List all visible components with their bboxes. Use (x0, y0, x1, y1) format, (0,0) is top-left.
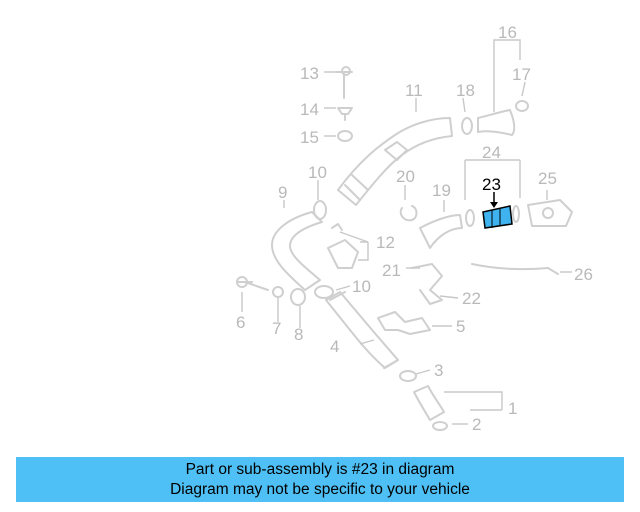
callout-5: 5 (456, 317, 465, 336)
part-19-pipe (419, 214, 463, 249)
part-12-bracket (327, 239, 359, 269)
part-5-bracket (377, 311, 431, 335)
callout-10-lower: 10 (352, 277, 371, 296)
callout-18: 18 (456, 81, 475, 100)
callout-11: 11 (405, 81, 423, 100)
callout-3: 3 (434, 361, 443, 380)
callout-labels: 16 17 18 11 13 14 15 10 9 20 19 24 23 25… (236, 23, 593, 434)
callout-22: 22 (462, 289, 481, 308)
callout-20: 20 (396, 167, 415, 186)
callout-6: 6 (236, 313, 245, 332)
part-23-highlighted[interactable] (482, 192, 513, 229)
callout-16: 16 (498, 23, 517, 42)
banner-line-1: Part or sub-assembly is #23 in diagram (185, 461, 455, 478)
callout-24: 24 (482, 143, 501, 162)
callout-10-upper: 10 (308, 163, 327, 182)
callout-1: 1 (508, 399, 517, 418)
part-1-hose (413, 385, 445, 421)
callout-14: 14 (300, 100, 319, 119)
callout-8: 8 (294, 325, 303, 344)
callout-12: 12 (376, 233, 395, 252)
callout-25: 25 (538, 169, 557, 188)
part-25-pump (527, 199, 573, 227)
callout-21: 21 (382, 261, 401, 280)
info-banner: Part or sub-assembly is #23 in diagram D… (16, 457, 624, 502)
callout-19: 19 (432, 181, 451, 200)
part-16-pipe (477, 109, 516, 136)
callout-9: 9 (278, 183, 287, 202)
callout-15: 15 (300, 128, 319, 147)
callout-17: 17 (512, 65, 531, 84)
callout-4: 4 (330, 337, 339, 356)
banner-line-2: Diagram may not be specific to your vehi… (170, 481, 470, 498)
callout-7: 7 (272, 319, 281, 338)
callout-2: 2 (472, 415, 481, 434)
part-26-line (471, 263, 559, 275)
callout-23: 23 (482, 175, 501, 194)
part-11-upper-tube (337, 117, 453, 206)
part-9-hose (271, 211, 323, 291)
callout-26: 26 (574, 265, 593, 284)
parts-diagram: 16 17 18 11 13 14 15 10 9 20 19 24 23 25… (236, 23, 593, 434)
callout-13: 13 (300, 64, 319, 83)
